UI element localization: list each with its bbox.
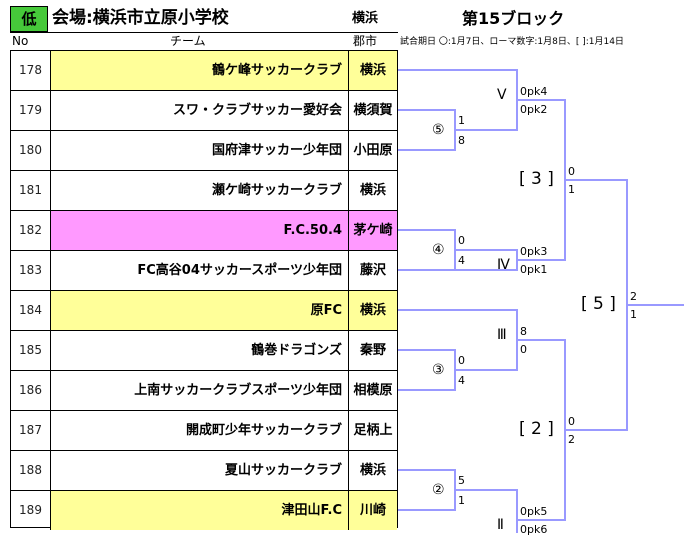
match-label-match-III: Ⅲ xyxy=(497,327,507,343)
team-number: 183 xyxy=(11,251,51,290)
match-label-match-IV: Ⅳ xyxy=(497,257,510,273)
team-name: 開成町少年サッカークラブ xyxy=(51,411,349,450)
bracket-line-match-5 xyxy=(398,109,456,151)
team-number: 181 xyxy=(11,171,51,210)
match-label-final-5: [ 5 ] xyxy=(581,294,616,314)
title-divider xyxy=(10,32,398,33)
match-label-semi-3: [ 3 ] xyxy=(519,169,554,189)
score-bottom-match-IV: 0pk1 xyxy=(520,263,548,276)
score-top-match-V: 0pk4 xyxy=(520,85,548,98)
team-name: F.C.50.4 xyxy=(51,211,349,250)
score-bottom-semi-2: 2 xyxy=(568,433,575,446)
score-bottom-match-V: 0pk2 xyxy=(520,103,548,116)
team-name: 鶴巻ドラゴンズ xyxy=(51,331,349,370)
team-number: 185 xyxy=(11,331,51,370)
team-city: 秦野 xyxy=(359,343,386,358)
team-city: 横浜 xyxy=(349,291,397,330)
bracket-line-match-2 xyxy=(398,469,456,511)
team-number: 187 xyxy=(11,411,51,450)
team-city: 藤沢 xyxy=(359,263,386,278)
team-number: 189 xyxy=(11,491,51,530)
score-top-match-4: 0 xyxy=(458,234,465,247)
team-name: 鶴ケ峰サッカークラブ xyxy=(51,51,349,90)
bracket-line-match-3 xyxy=(398,349,456,391)
team-city: 足柄上 xyxy=(353,423,393,438)
score-bottom-match-II: 0pk6 xyxy=(520,523,548,536)
team-name: 夏山サッカークラブ xyxy=(51,451,349,490)
match-label-match-II: Ⅱ xyxy=(497,517,504,533)
score-bottom-match-2: 1 xyxy=(458,494,465,507)
match-label-match-3: ③ xyxy=(432,362,445,378)
schedule-legend: 試合期日 〇:1月7日、ローマ数字:1月8日、[ ]:1月14日 xyxy=(400,37,624,47)
score-top-semi-2: 0 xyxy=(568,415,575,428)
team-city: 小田原 xyxy=(353,143,393,158)
team-name: 上南サッカークラブスポーツ少年団 xyxy=(51,371,349,410)
score-bottom-semi-3: 1 xyxy=(568,183,575,196)
bracket-line-match-4 xyxy=(398,229,456,271)
venue-title: 会場:横浜市立原小学校 xyxy=(52,8,229,28)
team-city: 横浜 xyxy=(359,463,386,478)
team-city: 横浜 xyxy=(349,51,397,90)
team-city: 川崎 xyxy=(349,491,397,530)
team-name: スワ・クラブサッカー愛好会 xyxy=(51,91,349,130)
team-number: 184 xyxy=(11,291,51,330)
score-top-match-III: 8 xyxy=(520,325,527,338)
venue-city: 横浜 xyxy=(352,11,379,26)
score-bottom-match-III: 0 xyxy=(520,343,527,356)
team-name: 国府津サッカー少年団 xyxy=(51,131,349,170)
score-top-match-IV: 0pk3 xyxy=(520,245,548,258)
team-number: 182 xyxy=(11,211,51,250)
column-header-team: チーム xyxy=(170,34,206,48)
match-label-match-V: Ⅴ xyxy=(497,87,507,103)
score-bottom-match-4: 4 xyxy=(458,254,465,267)
team-number: 186 xyxy=(11,371,51,410)
team-name: FC高谷04サッカースポーツ少年団 xyxy=(51,251,349,290)
match-label-match-2: ② xyxy=(432,482,445,498)
match-label-match-4: ④ xyxy=(432,242,445,258)
match-label-match-5: ⑤ xyxy=(432,122,445,138)
team-name: 津田山F.C xyxy=(51,491,349,530)
score-top-match-II: 0pk5 xyxy=(520,505,548,518)
score-bottom-final-5: 1 xyxy=(630,308,637,321)
score-top-semi-3: 0 xyxy=(568,165,575,178)
team-number: 179 xyxy=(11,91,51,130)
team-number: 178 xyxy=(11,51,51,90)
column-header-no: No xyxy=(12,34,29,48)
score-top-match-2: 5 xyxy=(458,474,465,487)
team-name: 瀬ケ崎サッカークラブ xyxy=(51,171,349,210)
team-number: 188 xyxy=(11,451,51,490)
score-top-final-5: 2 xyxy=(630,290,637,303)
level-badge: 低 xyxy=(10,6,48,32)
team-city: 横浜 xyxy=(359,183,386,198)
score-bottom-match-5: 8 xyxy=(458,134,465,147)
score-top-match-5: 1 xyxy=(458,114,465,127)
team-city: 茅ケ崎 xyxy=(349,211,397,250)
block-title: 第15ブロック xyxy=(462,9,565,28)
team-number: 180 xyxy=(11,131,51,170)
team-city: 相模原 xyxy=(353,383,393,398)
match-label-semi-2: [ 2 ] xyxy=(519,419,554,439)
column-header-city: 郡市 xyxy=(353,34,378,48)
team-city: 横須賀 xyxy=(353,103,393,118)
team-name: 原FC xyxy=(51,291,349,330)
score-bottom-match-3: 4 xyxy=(458,374,465,387)
score-top-match-3: 0 xyxy=(458,354,465,367)
